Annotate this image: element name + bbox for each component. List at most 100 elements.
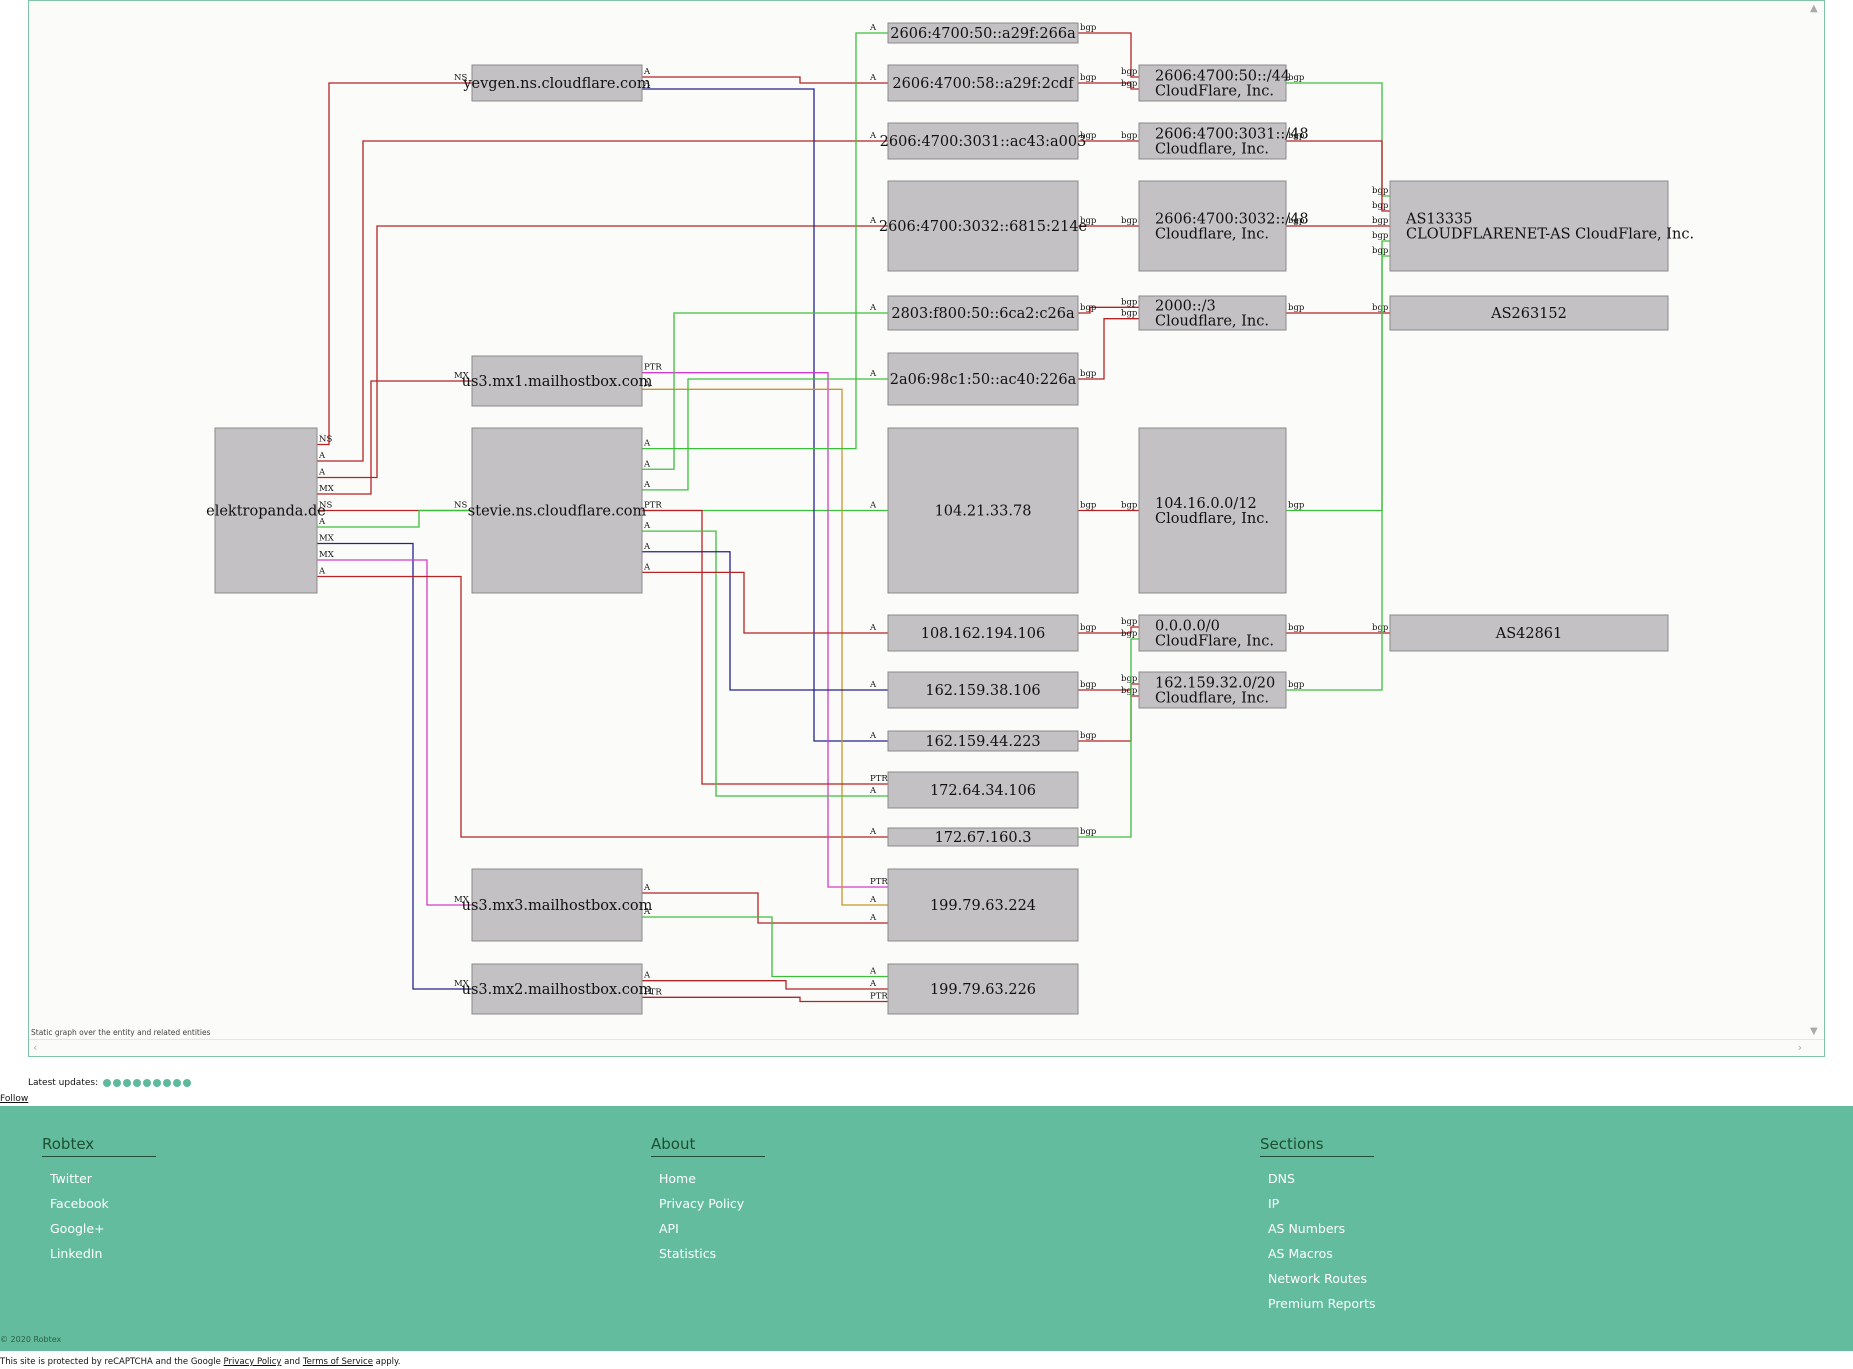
privacy-policy-link[interactable]: Privacy Policy xyxy=(223,1357,282,1367)
edge-label: bgp xyxy=(1121,617,1138,627)
footer-link-googleplus[interactable]: Google+ xyxy=(50,1221,105,1236)
node-yevgen[interactable]: yevgen.ns.cloudflare.com xyxy=(462,64,651,102)
node-label: CloudFlare, Inc. xyxy=(1155,634,1274,650)
node-ip_162_38[interactable]: 162.159.38.106 xyxy=(887,671,1079,709)
edge-label: A xyxy=(869,979,877,989)
node-stevie[interactable]: stevie.ns.cloudflare.com xyxy=(468,427,647,594)
footer-link-ip[interactable]: IP xyxy=(1268,1196,1280,1211)
edge-label: bgp xyxy=(1121,79,1138,89)
footer-link-statistics[interactable]: Statistics xyxy=(659,1246,717,1261)
node-label: CLOUDFLARENET-AS CloudFlare, Inc. xyxy=(1406,227,1694,243)
terms-link[interactable]: Terms of Service xyxy=(302,1357,373,1367)
footer-link-linkedin[interactable]: LinkedIn xyxy=(50,1246,103,1261)
scroll-right-icon[interactable]: › xyxy=(1797,1041,1802,1054)
edge-label: A xyxy=(869,827,877,837)
edge-label: A xyxy=(869,680,877,690)
node-ip_162_44[interactable]: 162.159.44.223 xyxy=(887,730,1079,752)
edge-label: MX xyxy=(454,979,470,989)
scroll-up-icon[interactable]: ▲ xyxy=(1810,3,1818,14)
node-ip_172_67[interactable]: 172.67.160.3 xyxy=(887,827,1079,847)
update-dot[interactable] xyxy=(123,1079,132,1087)
update-dot[interactable] xyxy=(183,1079,192,1087)
footer-link-privacy[interactable]: Privacy Policy xyxy=(659,1196,745,1211)
footer-link-api[interactable]: API xyxy=(659,1221,679,1236)
edge-us3mx3-ip_199_224 xyxy=(642,892,888,924)
node-ip6_226a[interactable]: 2a06:98c1:50::ac40:226a xyxy=(887,352,1079,406)
node-box xyxy=(887,614,1079,652)
node-as42861[interactable]: AS42861 xyxy=(1389,614,1669,652)
edge-label: bgp xyxy=(1121,686,1138,696)
follow-link[interactable]: Follow xyxy=(0,1094,29,1104)
edge-label: bgp xyxy=(1080,827,1097,837)
edge-elektropanda-us3mx3 xyxy=(317,559,472,906)
node-ip6_c26a[interactable]: 2803:f800:50::6ca2:c26a xyxy=(887,295,1079,331)
node-ip_172_64[interactable]: 172.64.34.106 xyxy=(887,771,1079,809)
edge-us3mx1-ip_199_224 xyxy=(642,372,888,888)
footer-link-network-routes[interactable]: Network Routes xyxy=(1268,1271,1367,1286)
node-label: 2606:4700:50::/44 xyxy=(1155,69,1290,85)
node-us3mx3[interactable]: us3.mx3.mailhostbox.com xyxy=(462,868,653,942)
update-dot[interactable] xyxy=(163,1079,172,1087)
update-dot[interactable] xyxy=(133,1079,142,1087)
node-box xyxy=(471,963,643,1015)
edge-stevie-ip_108 xyxy=(642,571,888,634)
node-ip6_266a[interactable]: 2606:4700:50::a29f:266a xyxy=(887,22,1079,44)
node-box xyxy=(1389,614,1669,652)
scroll-down-icon[interactable]: ▼ xyxy=(1810,1026,1818,1037)
horizontal-scrollbar[interactable]: ‹ › xyxy=(29,1039,1824,1056)
update-dot[interactable] xyxy=(143,1079,152,1087)
footer-link-home[interactable]: Home xyxy=(659,1171,696,1186)
footer-heading: Robtex xyxy=(42,1135,156,1157)
node-us3mx1[interactable]: us3.mx1.mailhostbox.com xyxy=(462,355,653,407)
node-label: 2606:4700:3031::ac43:a003 xyxy=(880,134,1087,150)
edge-label: bgp xyxy=(1288,216,1305,226)
node-label: AS42861 xyxy=(1495,626,1563,642)
edge-label: A xyxy=(643,67,651,77)
node-as263152[interactable]: AS263152 xyxy=(1389,295,1669,331)
footer-heading: Sections xyxy=(1260,1135,1374,1157)
node-us3mx2[interactable]: us3.mx2.mailhostbox.com xyxy=(462,963,653,1015)
node-ip6_a003[interactable]: 2606:4700:3031::ac43:a003 xyxy=(880,122,1087,160)
node-ip_108[interactable]: 108.162.194.106 xyxy=(887,614,1079,652)
node-label: 2000::/3 xyxy=(1155,299,1216,315)
node-ip_104[interactable]: 104.21.33.78 xyxy=(887,427,1079,594)
node-ip_199_226[interactable]: 199.79.63.226 xyxy=(887,963,1079,1015)
footer-link-premium-reports[interactable]: Premium Reports xyxy=(1268,1296,1376,1311)
footer-link-twitter[interactable]: Twitter xyxy=(50,1171,92,1186)
edge-r_3031-as13335 xyxy=(1286,140,1390,212)
node-ip_199_224[interactable]: 199.79.63.224 xyxy=(887,868,1079,942)
edge-stevie-ip_172_64 xyxy=(642,530,888,797)
update-dot[interactable] xyxy=(113,1079,122,1087)
vertical-scrollbar[interactable]: ▲ ▼ xyxy=(1806,1,1824,1041)
latest-updates: Latest updates: xyxy=(28,1078,193,1088)
footer-link-as-numbers[interactable]: AS Numbers xyxy=(1268,1221,1346,1236)
node-box xyxy=(1138,180,1287,272)
edge-label: A xyxy=(869,73,877,83)
update-dot[interactable] xyxy=(153,1079,162,1087)
edge-elektropanda-ip_172_67 xyxy=(317,575,888,838)
scroll-left-icon[interactable]: ‹ xyxy=(33,1041,38,1054)
update-dots[interactable] xyxy=(103,1079,193,1087)
node-box xyxy=(471,868,643,942)
edge-ip6_2cdf-r_50_44 xyxy=(1078,82,1139,90)
update-dot[interactable] xyxy=(103,1079,112,1087)
footer-link-facebook[interactable]: Facebook xyxy=(50,1196,109,1211)
update-dot[interactable] xyxy=(173,1079,182,1087)
node-label: 172.64.34.106 xyxy=(930,783,1036,799)
footer-link-as-macros[interactable]: AS Macros xyxy=(1268,1246,1333,1261)
edge-label: A xyxy=(869,967,877,977)
node-ip6_2cdf[interactable]: 2606:4700:58::a29f:2cdf xyxy=(887,64,1079,102)
node-ip6_214e[interactable]: 2606:4700:3032::6815:214e xyxy=(879,180,1087,272)
edge-label: A xyxy=(318,468,326,478)
footer-link-dns[interactable]: DNS xyxy=(1268,1171,1295,1186)
node-elektropanda[interactable]: elektropanda.de xyxy=(206,427,326,594)
